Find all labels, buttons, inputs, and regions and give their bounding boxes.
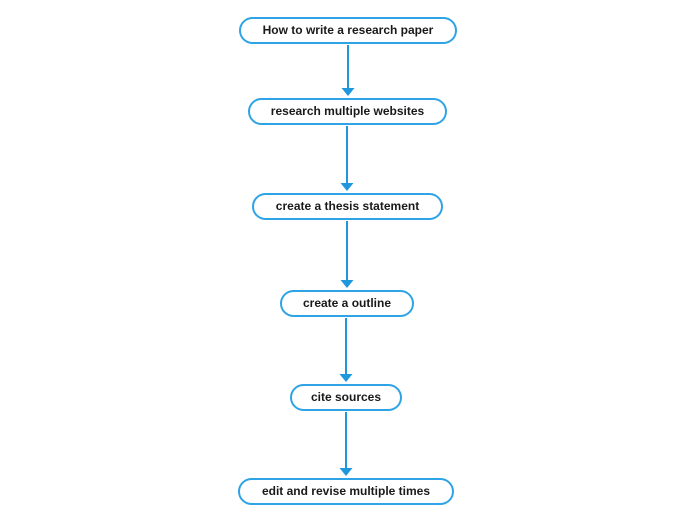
connector-step-1-to-step-2 (340, 126, 354, 191)
arrowhead-down-icon (341, 88, 355, 96)
flow-node-root-label: How to write a research paper (262, 23, 434, 37)
arrowhead-down-icon (340, 183, 354, 191)
connector-root-to-step-1 (341, 45, 355, 96)
flow-node-cite-sources[interactable]: cite sources (290, 384, 402, 411)
arrowhead-down-icon (339, 468, 353, 476)
arrowhead-down-icon (340, 280, 354, 288)
flow-node-edit-revise[interactable]: edit and revise multiple times (238, 478, 454, 505)
flow-node-thesis-statement-label: create a thesis statement (275, 199, 420, 213)
flow-node-root[interactable]: How to write a research paper (239, 17, 457, 44)
connector-step-3-to-step-4 (339, 318, 353, 382)
connector-step-2-to-step-3 (340, 221, 354, 288)
flow-node-thesis-statement[interactable]: create a thesis statement (252, 193, 443, 220)
flow-node-research-websites[interactable]: research multiple websites (248, 98, 447, 125)
flow-node-create-outline-label: create a outline (302, 296, 392, 310)
flow-node-research-websites-label: research multiple websites (270, 104, 425, 118)
flow-node-create-outline[interactable]: create a outline (280, 290, 414, 317)
flow-node-edit-revise-label: edit and revise multiple times (261, 484, 431, 498)
flow-node-cite-sources-label: cite sources (310, 390, 382, 404)
arrowhead-down-icon (339, 374, 353, 382)
connector-step-4-to-step-5 (339, 412, 353, 476)
